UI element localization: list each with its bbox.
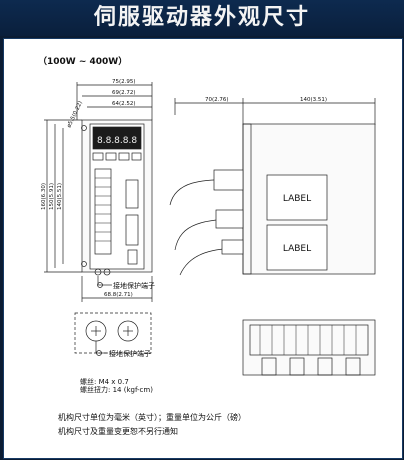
dim-width-inner: 64(2.52) [112, 101, 136, 107]
side-view [169, 98, 376, 276]
header-banner: 伺服驱动器外观尺寸 [0, 0, 404, 36]
dim-cable: 70(2.76) [205, 97, 229, 103]
dim-height-3: 140(5.51) [57, 183, 63, 210]
side-label-bottom: LABEL [283, 244, 311, 254]
side-label-top: LABEL [283, 194, 311, 204]
torque-spec: 螺丝扭力: 14 (kgf-cm) [80, 386, 153, 394]
front-ground-label: 接地保护端子 [113, 281, 155, 290]
page-title: 伺服驱动器外观尺寸 [93, 5, 310, 30]
change-note: 机构尺寸及重量变更恕不另行通知 [58, 427, 178, 436]
dim-height-1: 160(6.30) [41, 183, 47, 210]
detail-ground-label: 接地保护端子 [109, 349, 151, 358]
units-note: 机构尺寸单位为毫米（英寸）；重量单位为公斤（磅） [58, 413, 246, 422]
bottom-view [242, 319, 376, 376]
dim-hole: ø5.5(0.22) [66, 100, 84, 129]
dim-width-mid: 69(2.72) [112, 90, 136, 96]
screw-spec: 螺丝: M4 x 0.7 [80, 378, 129, 386]
dim-height-2: 150(5.91) [49, 183, 55, 210]
dim-bottom: 68.8(2.71) [104, 292, 133, 298]
display-digits: 8.8.8.8.8 [97, 136, 137, 146]
terminal-detail [74, 312, 152, 356]
dim-depth: 140(3.51) [300, 97, 327, 103]
power-range: （100W ~ 400W） [38, 57, 128, 67]
dim-width-total: 75(2.95) [112, 79, 136, 85]
front-view [44, 82, 153, 302]
